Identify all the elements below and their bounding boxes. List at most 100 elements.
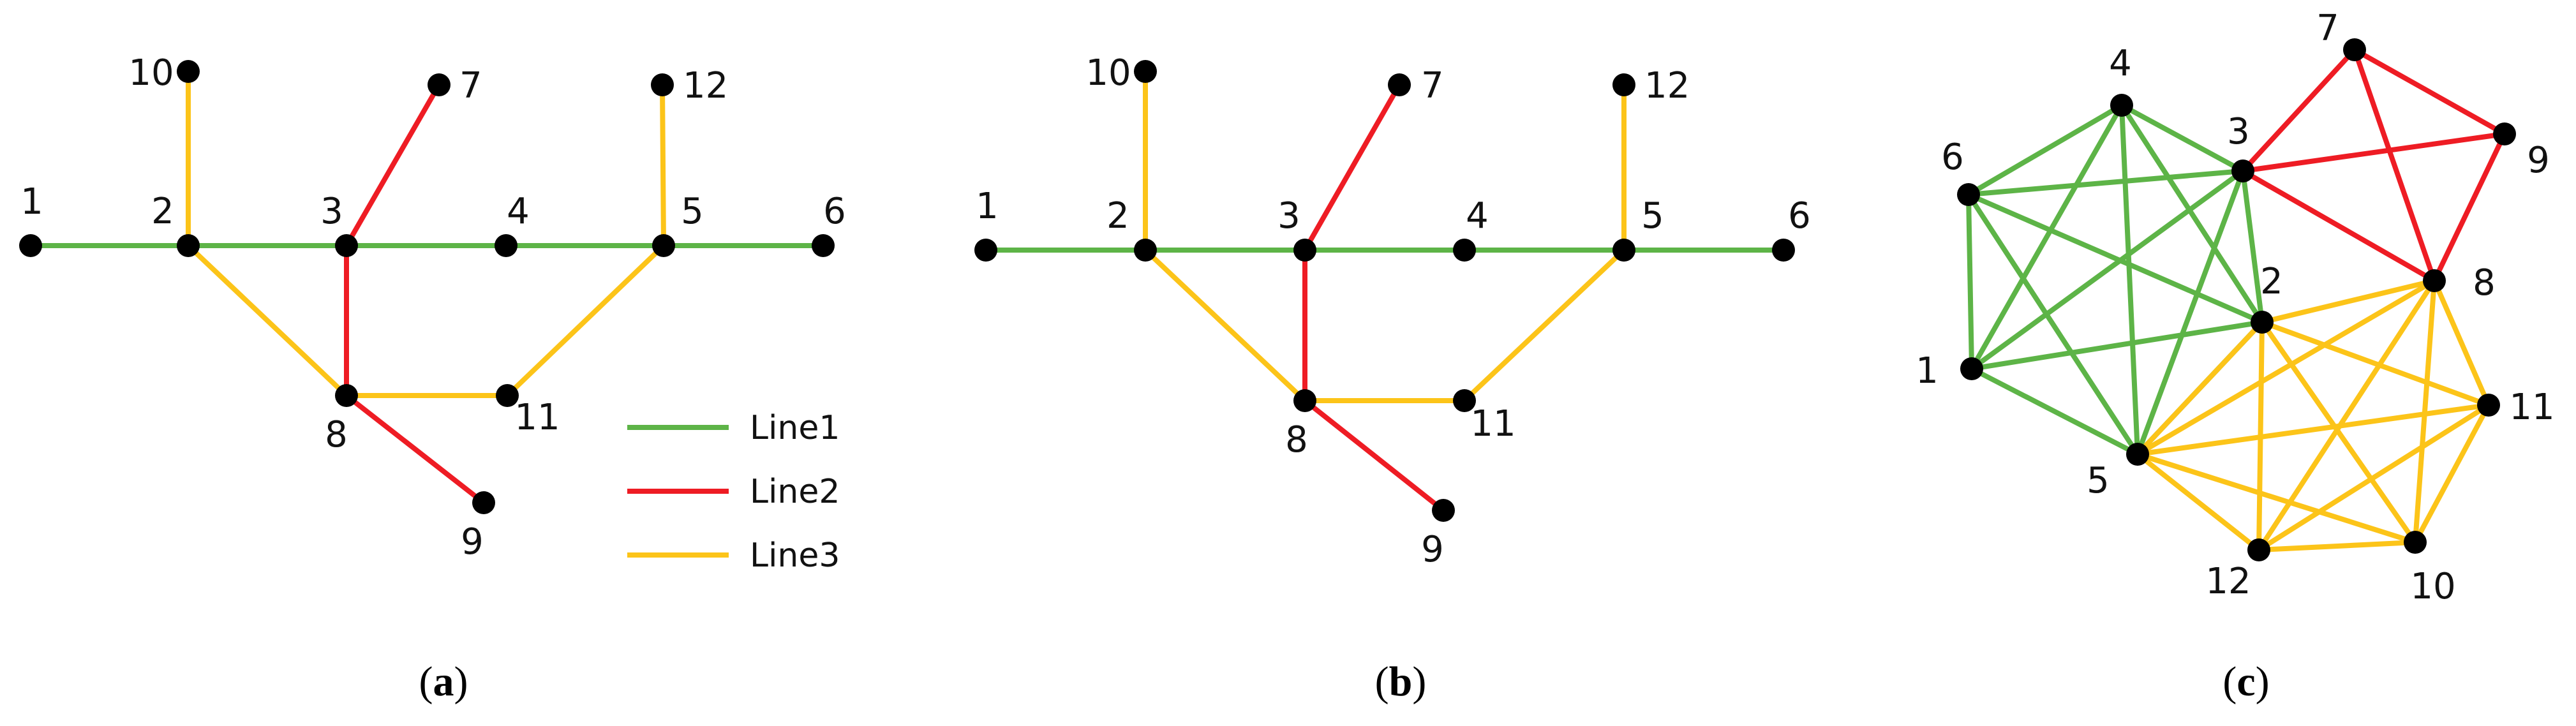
node-b-4 [1453, 239, 1476, 262]
edge-c-5-8 [2135, 278, 2437, 457]
edge-c-1-3 [1969, 168, 2245, 371]
node-label-a-1: 1 [20, 181, 43, 223]
edge-c-4-5 [2119, 103, 2140, 457]
node-label-c-5: 5 [2087, 460, 2110, 501]
node-label-c-10: 10 [2410, 566, 2455, 607]
edge-a-8-9 [344, 393, 486, 505]
node-a-1 [19, 234, 42, 257]
edge-b-3-7 [1302, 82, 1402, 253]
node-c-9 [2493, 122, 2516, 145]
edge-c-2-8 [2260, 278, 2437, 325]
node-label-c-6: 6 [1941, 137, 1964, 178]
caption-b: (b) [1375, 658, 1427, 705]
node-b-8 [1293, 389, 1316, 412]
caption-c: (c) [2222, 658, 2269, 705]
node-label-b-9: 9 [1421, 529, 1444, 570]
node-c-7 [2343, 38, 2366, 61]
node-c-1 [1960, 357, 1983, 380]
node-label-c-1: 1 [1916, 350, 1939, 392]
node-label-a-2: 2 [151, 191, 174, 232]
node-label-b-4: 4 [1466, 195, 1489, 237]
node-label-c-9: 9 [2527, 140, 2550, 181]
node-label-c-7: 7 [2316, 8, 2339, 49]
node-a-7 [428, 73, 450, 96]
edge-c-5-12 [2135, 452, 2261, 552]
edge-c-2-11 [2260, 320, 2491, 408]
node-label-a-9: 9 [461, 521, 484, 563]
node-label-a-3: 3 [320, 191, 343, 232]
edge-c-10-11 [2413, 403, 2491, 545]
node-a-12 [651, 73, 674, 96]
node-label-b-7: 7 [1421, 65, 1444, 107]
edge-c-2-5 [2135, 320, 2265, 457]
node-b-2 [1134, 239, 1157, 262]
node-c-8 [2423, 269, 2446, 292]
edge-c-8-9 [2432, 131, 2507, 283]
legend-label-line2: Line2 [750, 473, 840, 511]
node-label-a-11: 11 [514, 397, 560, 438]
edge-a-11-5 [505, 243, 666, 398]
legend-label-line1: Line1 [750, 409, 840, 447]
edge-c-5-11 [2135, 403, 2491, 457]
node-label-b-8: 8 [1285, 419, 1308, 461]
edge-c-8-11 [2432, 278, 2491, 408]
node-b-1 [974, 239, 997, 262]
node-label-b-1: 1 [976, 186, 999, 227]
legend-label-line3: Line3 [750, 537, 840, 575]
node-label-a-6: 6 [823, 191, 846, 232]
node-label-c-3: 3 [2227, 111, 2250, 152]
node-label-b-3: 3 [1277, 195, 1300, 237]
node-label-c-4: 4 [2109, 43, 2132, 84]
edge-c-1-5 [1969, 366, 2140, 457]
node-label-c-8: 8 [2473, 262, 2496, 304]
node-a-3 [335, 234, 358, 257]
node-label-a-8: 8 [325, 414, 348, 456]
node-b-6 [1772, 239, 1795, 262]
edge-c-7-8 [2352, 47, 2437, 283]
node-label-b-10: 10 [1085, 52, 1131, 94]
node-c-2 [2251, 311, 2274, 334]
node-label-a-10: 10 [128, 52, 174, 94]
caption-a: (a) [419, 658, 468, 705]
edge-c-1-4 [1969, 103, 2124, 371]
node-label-b-6: 6 [1788, 195, 1811, 237]
node-c-11 [2477, 394, 2500, 417]
edge-a-2-8 [186, 243, 349, 398]
node-a-2 [177, 234, 200, 257]
edge-c-3-5 [2135, 168, 2245, 457]
node-a-9 [472, 491, 495, 514]
node-label-c-11: 11 [2509, 387, 2554, 428]
node-a-4 [495, 234, 517, 257]
node-a-8 [335, 384, 358, 407]
edge-c-11-12 [2256, 403, 2491, 552]
edge-c-3-7 [2240, 47, 2357, 174]
node-c-12 [2247, 538, 2270, 561]
edge-c-7-9 [2352, 47, 2507, 137]
node-label-b-5: 5 [1641, 195, 1664, 237]
node-b-10 [1134, 60, 1157, 83]
node-c-3 [2231, 159, 2254, 182]
node-c-5 [2126, 443, 2149, 466]
edge-c-3-6 [1966, 168, 2245, 197]
edge-c-5-10 [2135, 452, 2418, 545]
node-label-a-7: 7 [459, 65, 482, 107]
node-label-b-2: 2 [1106, 195, 1129, 237]
edge-c-1-2 [1969, 320, 2265, 371]
node-label-b-11: 11 [1470, 403, 1515, 445]
edge-c-8-10 [2413, 278, 2437, 545]
edge-c-4-6 [1966, 103, 2124, 197]
node-label-b-12: 12 [1644, 65, 1690, 107]
edge-a-5-12 [660, 82, 666, 248]
node-b-9 [1432, 499, 1455, 522]
node-b-12 [1612, 73, 1635, 96]
node-c-6 [1957, 183, 1980, 206]
node-label-a-5: 5 [681, 191, 704, 232]
edge-c-2-3 [2240, 168, 2265, 325]
node-a-5 [652, 234, 675, 257]
edge-c-5-6 [1966, 192, 2140, 457]
